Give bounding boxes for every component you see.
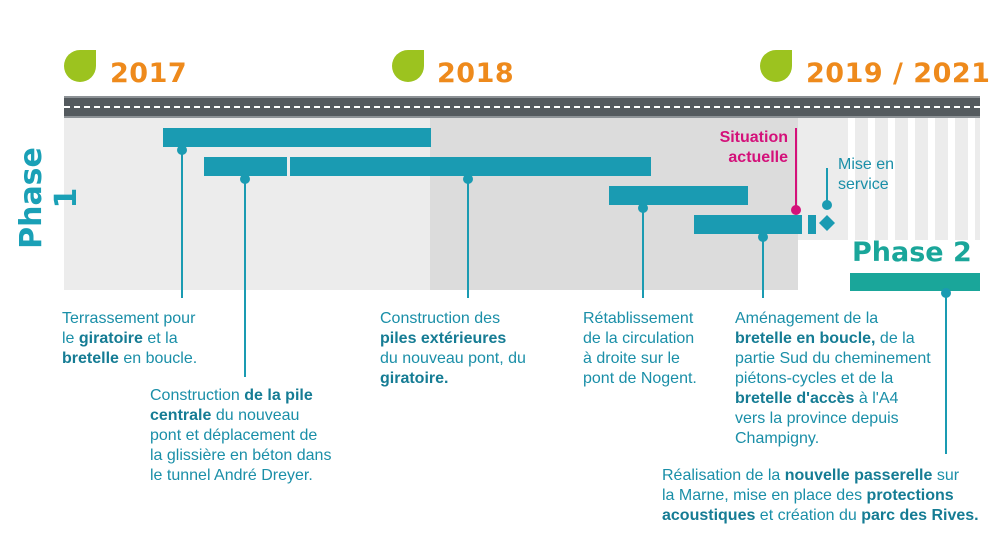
- connector-line: [181, 150, 183, 298]
- year-2017: 2017: [110, 58, 188, 89]
- task-pile-centrale-text: Construction de la pile centrale du nouv…: [150, 387, 332, 484]
- bar-piles-exterieures: [290, 157, 651, 176]
- leaf-icon: [760, 50, 792, 82]
- current-situation-line: [795, 128, 797, 208]
- leaf-icon: [64, 50, 96, 82]
- road-band: [64, 96, 980, 118]
- task-terrassement-text: Terrassement pour le giratoire et la bre…: [62, 310, 198, 367]
- task-passerelle-text: Réalisation de la nouvelle passerelle su…: [662, 467, 979, 524]
- bar-pile-centrale: [204, 157, 287, 176]
- current-situation-label: Situation actuelle: [719, 129, 788, 166]
- bar-amenagement: [694, 215, 802, 234]
- service-dot: [822, 200, 832, 210]
- year-2018: 2018: [437, 58, 515, 89]
- connector-line: [467, 179, 469, 298]
- connector-line: [642, 208, 644, 298]
- connector-line: [762, 237, 764, 298]
- service-label: Mise en service: [838, 156, 895, 193]
- phase-2-bar: [850, 273, 980, 291]
- service-line: [826, 168, 828, 202]
- leaf-icon: [392, 50, 424, 82]
- task-piles-exterieures-text: Construction des piles extérieures du no…: [380, 310, 526, 387]
- connector-line: [244, 179, 246, 377]
- year-2019-2021: 2019 / 2021: [806, 58, 991, 89]
- phase-2-label: Phase 2: [852, 237, 972, 268]
- bar-retablissement: [609, 186, 748, 205]
- current-situation-dot: [791, 205, 801, 215]
- phase-1-label: Phase 1: [14, 147, 84, 249]
- milestone-diamond-icon: [819, 215, 835, 231]
- bar-terrassement: [163, 128, 431, 147]
- connector-line: [945, 293, 947, 454]
- task-retablissement-text: Rétablissement de la circulation à droit…: [583, 310, 697, 387]
- bar-amenagement-end: [808, 215, 816, 234]
- task-amenagement-text: Aménagement de la bretelle en boucle, de…: [735, 310, 931, 447]
